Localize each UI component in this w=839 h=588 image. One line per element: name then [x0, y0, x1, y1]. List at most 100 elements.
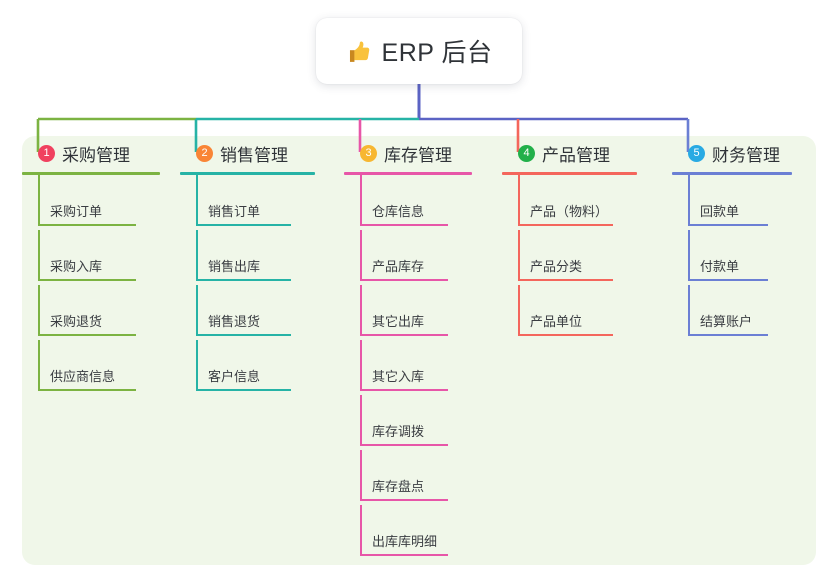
- branch-item-underline: [360, 499, 448, 501]
- branch-item-underline: [196, 279, 291, 281]
- branch-item-label: 仓库信息: [372, 204, 425, 219]
- branch-item[interactable]: 结算账户: [672, 285, 792, 340]
- branch-item-connector: [688, 285, 690, 336]
- branch-item-label: 其它入库: [372, 369, 425, 384]
- branch-item-label: 结算账户: [700, 314, 753, 329]
- branch-item-connector: [360, 450, 362, 501]
- branch-item-label: 供应商信息: [50, 369, 116, 384]
- branch-item-label: 出库库明细: [372, 534, 438, 549]
- branch-item[interactable]: 出库库明细: [344, 505, 472, 560]
- branch-item-underline: [688, 279, 768, 281]
- branch-title: 采购管理: [62, 145, 130, 165]
- branch-item[interactable]: 采购退货: [22, 285, 160, 340]
- branches-panel: [22, 136, 816, 565]
- branch-item-underline: [360, 389, 448, 391]
- branch-item[interactable]: 其它入库: [344, 340, 472, 395]
- branch-item-underline: [196, 334, 291, 336]
- branch-item-connector: [196, 285, 198, 336]
- branch-title: 销售管理: [220, 145, 288, 165]
- branch-item-connector: [360, 175, 362, 226]
- branch-item[interactable]: 产品（物料）: [502, 175, 637, 230]
- branch-item[interactable]: 销售退货: [180, 285, 315, 340]
- root-title: ERP 后台: [381, 39, 493, 67]
- branch-item-underline: [38, 224, 136, 226]
- branch-item-label: 付款单: [700, 259, 740, 274]
- branch-item[interactable]: 销售订单: [180, 175, 315, 230]
- branch-item[interactable]: 产品单位: [502, 285, 637, 340]
- branch-item-connector: [196, 175, 198, 226]
- branch-item-underline: [38, 279, 136, 281]
- branch-item-label: 客户信息: [208, 369, 261, 384]
- branch-item[interactable]: 产品分类: [502, 230, 637, 285]
- branch-item-underline: [518, 279, 613, 281]
- branch-item-underline: [518, 334, 613, 336]
- branch-item-connector: [38, 285, 40, 336]
- thumbs-up-icon: [346, 39, 372, 65]
- branch-item[interactable]: 库存调拨: [344, 395, 472, 450]
- branch-item[interactable]: 产品库存: [344, 230, 472, 285]
- branch-item[interactable]: 库存盘点: [344, 450, 472, 505]
- branch-item[interactable]: 供应商信息: [22, 340, 160, 395]
- branch-item[interactable]: 其它出库: [344, 285, 472, 340]
- branch-underline: [502, 172, 637, 175]
- branch-item-connector: [196, 230, 198, 281]
- branch-item-label: 采购退货: [50, 314, 103, 329]
- branch-header-2[interactable]: 2 销售管理: [180, 136, 315, 170]
- branch-item-connector: [38, 340, 40, 391]
- branch-item-underline: [38, 334, 136, 336]
- branch-item-label: 库存盘点: [372, 479, 425, 494]
- branch-item-label: 产品分类: [530, 259, 583, 274]
- branch-item-label: 销售订单: [208, 204, 261, 219]
- branch-item[interactable]: 采购订单: [22, 175, 160, 230]
- branch-underline: [180, 172, 315, 175]
- branch-item-connector: [518, 230, 520, 281]
- branch-item-underline: [688, 334, 768, 336]
- branch-title: 库存管理: [384, 145, 452, 165]
- branch-item-connector: [518, 285, 520, 336]
- branch-item-underline: [360, 224, 448, 226]
- branch-item-list: 产品（物料） 产品分类产品单位: [502, 175, 637, 340]
- branch-item-list: 采购订单采购入库采购退货供应商信息: [22, 175, 160, 395]
- branch-column-2: 2 销售管理销售订单销售出库销售退货客户信息: [180, 136, 315, 395]
- branch-item[interactable]: 仓库信息: [344, 175, 472, 230]
- branch-underline: [344, 172, 472, 175]
- branch-number-badge: 2: [196, 144, 213, 162]
- branch-item[interactable]: 采购入库: [22, 230, 160, 285]
- branch-item[interactable]: 销售出库: [180, 230, 315, 285]
- branch-item-label: 回款单: [700, 204, 740, 219]
- branch-item-underline: [518, 224, 613, 226]
- branch-number-badge: 3: [360, 144, 377, 162]
- branch-item[interactable]: 回款单: [672, 175, 792, 230]
- branch-column-3: 3 库存管理仓库信息产品库存其它出库其它入库库存调拨库存盘点出库库明细: [344, 136, 472, 560]
- branch-item-list: 回款单付款单结算账户: [672, 175, 792, 340]
- branch-number-badge: 4: [518, 144, 535, 162]
- branch-item-label: 采购入库: [50, 259, 103, 274]
- branch-item[interactable]: 付款单: [672, 230, 792, 285]
- branch-item[interactable]: 客户信息: [180, 340, 315, 395]
- branch-item-label: 产品单位: [530, 314, 583, 329]
- branch-item-label: 销售退货: [208, 314, 261, 329]
- branch-header-3[interactable]: 3 库存管理: [344, 136, 472, 170]
- branch-item-underline: [688, 224, 768, 226]
- branch-item-underline: [360, 554, 448, 556]
- branch-item-connector: [360, 285, 362, 336]
- branch-item-underline: [196, 224, 291, 226]
- branch-item-list: 销售订单销售出库销售退货客户信息: [180, 175, 315, 395]
- branch-item-label: 其它出库: [372, 314, 425, 329]
- branch-item-label: 产品（物料）: [530, 204, 609, 219]
- branch-item-underline: [360, 279, 448, 281]
- branch-item-list: 仓库信息产品库存其它出库其它入库库存调拨库存盘点出库库明细: [344, 175, 472, 560]
- root-node[interactable]: ERP 后台: [316, 18, 522, 84]
- branch-item-connector: [688, 230, 690, 281]
- branch-item-connector: [360, 505, 362, 556]
- branch-item-underline: [38, 389, 136, 391]
- branch-item-connector: [360, 395, 362, 446]
- branch-item-label: 产品库存: [372, 259, 425, 274]
- branch-item-connector: [360, 340, 362, 391]
